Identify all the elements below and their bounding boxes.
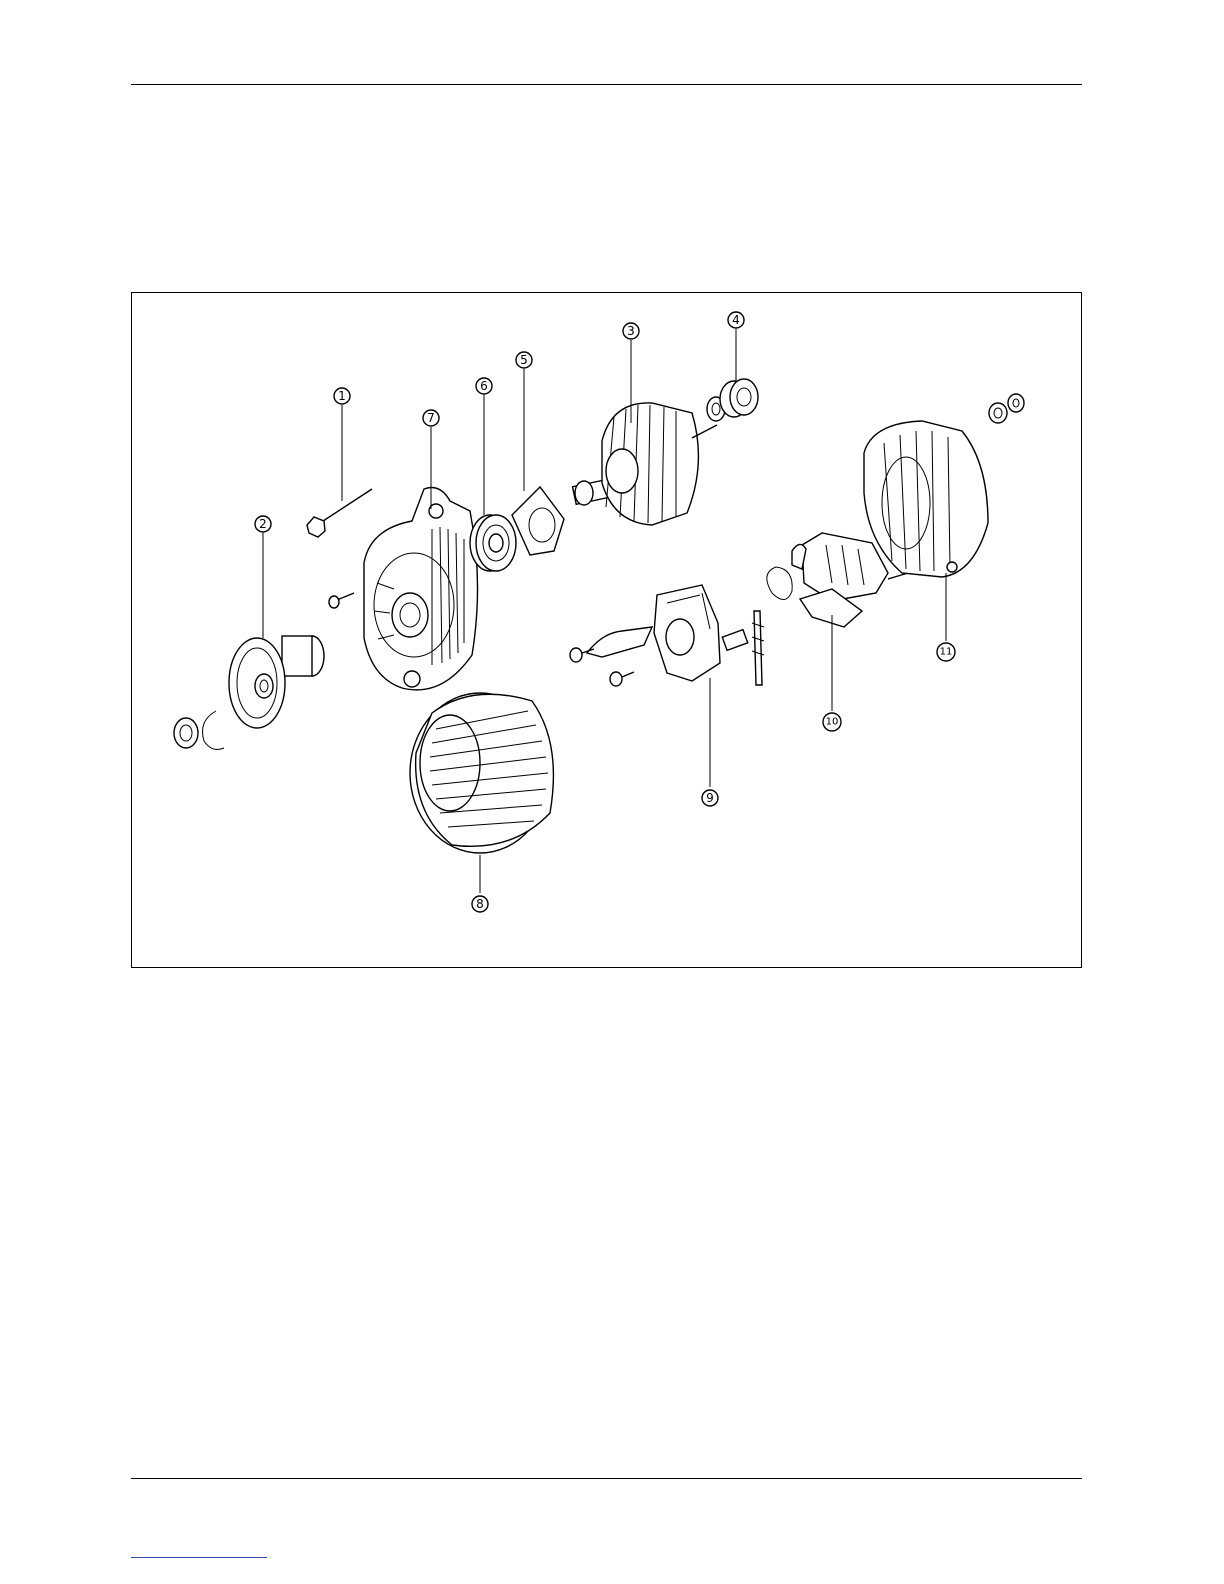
callout-5: 5 [516, 352, 532, 368]
callout-3-label: 3 [627, 324, 635, 338]
callout-2: 2 [255, 516, 271, 532]
callout-9: 9 [702, 790, 718, 806]
rotor [573, 403, 717, 525]
footer-rule [131, 1478, 1082, 1479]
stator [410, 693, 553, 853]
alternator-exploded-diagram: 1 2 3 4 5 6 7 8 [132, 293, 1081, 967]
footnote-separator [131, 1557, 267, 1558]
rear-bracket [864, 421, 988, 577]
callout-1-label: 1 [338, 389, 346, 403]
callout-7: 7 [423, 410, 439, 426]
callout-4-label: 4 [732, 313, 740, 327]
callout-11-label: 11 [940, 647, 953, 658]
callout-3: 3 [623, 323, 639, 339]
callout-10-label: 10 [826, 717, 839, 728]
callout-5-label: 5 [520, 353, 528, 367]
callout-7-label: 7 [427, 411, 435, 425]
callout-4: 4 [728, 312, 744, 328]
callout-8: 8 [472, 896, 488, 912]
callout-11: 11 [937, 643, 955, 661]
callout-2-label: 2 [259, 517, 267, 531]
pulley-nut [174, 718, 198, 748]
exploded-view-figure: 1 2 3 4 5 6 7 8 [131, 292, 1082, 968]
callout-6: 6 [476, 378, 492, 394]
callout-10: 10 [823, 713, 841, 731]
callout-1: 1 [334, 388, 350, 404]
header-rule [131, 84, 1082, 85]
terminal-nuts [989, 394, 1024, 423]
callout-6-label: 6 [480, 379, 488, 393]
pulley [229, 636, 324, 728]
callout-9-label: 9 [706, 791, 714, 805]
front-bearing [470, 515, 516, 571]
through-bolt [307, 489, 372, 537]
small-screw [329, 593, 354, 608]
brush-holder [570, 585, 764, 686]
pulley-clip [203, 711, 225, 749]
bearing-retainer [512, 487, 564, 555]
snap-ring [767, 567, 792, 600]
front-bracket [364, 488, 478, 690]
callout-8-label: 8 [476, 897, 484, 911]
rear-bearing [707, 379, 758, 421]
